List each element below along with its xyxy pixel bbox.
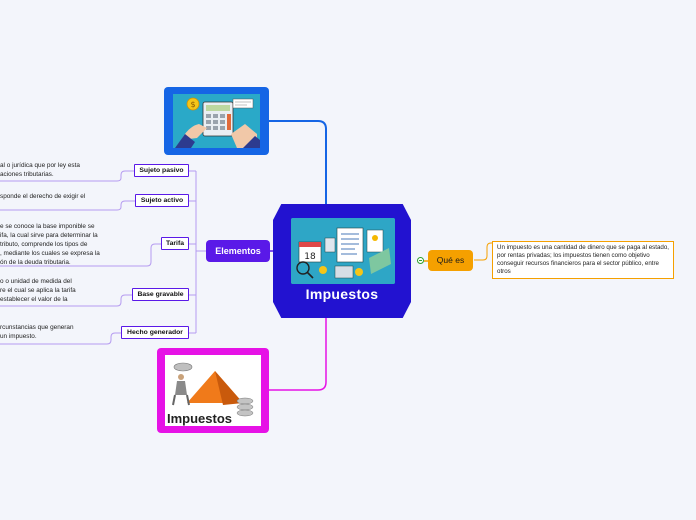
tarifa-node[interactable]: Tarifa [161, 237, 189, 250]
hecho-generador-node[interactable]: Hecho generador [121, 326, 189, 339]
tax-documents-illustration-icon: 18 [291, 218, 395, 284]
central-topic-image: 18 [291, 218, 395, 284]
central-topic-title: Impuestos [305, 286, 379, 302]
que-es-node[interactable]: Qué es [428, 250, 473, 271]
tax-pyramid-image-node[interactable]: Impuestos [157, 348, 269, 433]
calculator-illustration-icon: $ [173, 94, 260, 148]
sujeto-activo-description[interactable]: sponde el derecho de exigir el [0, 193, 86, 200]
que-es-description[interactable]: Un impuesto es una cantidad de dinero qu… [492, 241, 674, 279]
svg-text:$: $ [190, 100, 195, 109]
image-caption: Impuestos [167, 411, 232, 426]
elementos-node[interactable]: Elementos [206, 240, 270, 262]
sujeto-activo-node[interactable]: Sujeto activo [135, 194, 189, 207]
sujeto-pasivo-node[interactable]: Sujeto pasivo [134, 164, 189, 177]
tarifa-description[interactable]: e se conoce la base imponible se ifa, la… [0, 223, 100, 266]
collapse-toggle-icon[interactable] [417, 257, 424, 264]
calendar-day-label: 18 [304, 252, 316, 262]
hecho-generador-description[interactable]: rcunstancias que generan un impuesto. [0, 324, 74, 340]
sujeto-pasivo-description[interactable]: al o jurídica que por ley esta aciones t… [0, 162, 80, 178]
base-gravable-node[interactable]: Base gravable [132, 288, 189, 301]
coin-pyramid-illustration-icon: Impuestos [165, 355, 261, 426]
calculator-image-node[interactable]: $ [164, 87, 269, 155]
base-gravable-description[interactable]: o o unidad de medida del re el cual se a… [0, 278, 76, 303]
